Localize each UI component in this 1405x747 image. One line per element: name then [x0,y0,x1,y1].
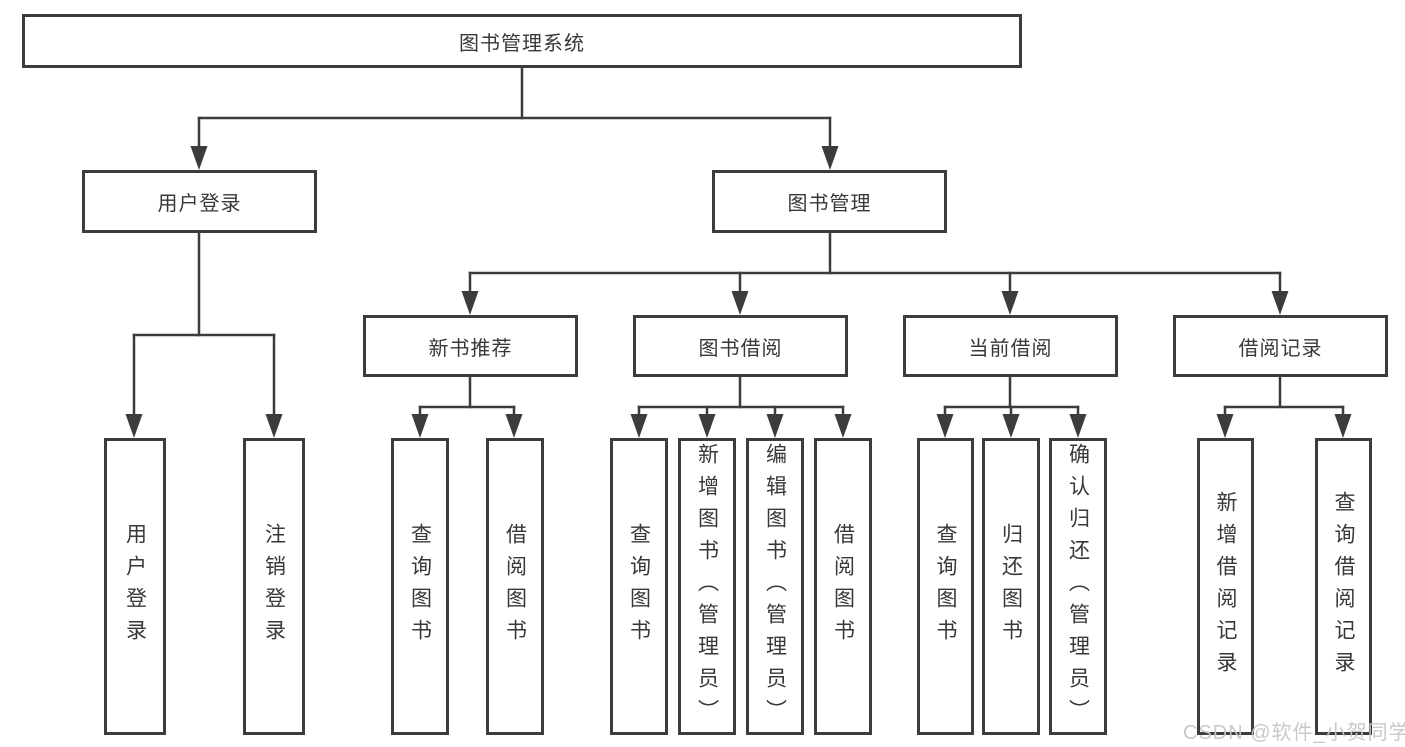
leaf-records-query-borrow-record: 查询借阅记录 [1315,438,1372,735]
leaf-current-confirm-return-admin-label: 确认归还（管理员） [1066,442,1090,731]
node-user-login-label: 用户登录 [157,193,242,215]
leaf-current-query-books-label: 查询图书 [934,522,957,651]
leaf-borrowing-query-books: 查询图书 [610,438,668,735]
node-new-book-recommend: 新书推荐 [363,315,578,377]
leaf-logout: 注销登录 [243,438,305,735]
node-current-borrowing-label: 当前借阅 [968,337,1053,360]
watermark: CSDN @软件_小贺同学 [1183,722,1405,744]
leaf-logout-label: 注销登录 [262,522,286,651]
node-new-book-recommend-label: 新书推荐 [428,337,513,360]
leaf-borrowing-borrow-books: 借阅图书 [814,438,872,735]
leaf-recommend-query-books-label: 查询图书 [408,522,432,651]
node-book-borrowing-label: 图书借阅 [698,337,783,360]
leaf-recommend-borrow-books-label: 借阅图书 [503,522,527,651]
leaf-records-query-borrow-record-label: 查询借阅记录 [1332,490,1355,683]
node-book-management-label: 图书管理 [787,193,872,215]
node-book-management: 图书管理 [712,170,947,233]
leaf-borrowing-borrow-books-label: 借阅图书 [831,522,855,651]
leaf-borrowing-edit-book-admin-label: 编辑图书（管理员） [763,442,787,731]
node-current-borrowing: 当前借阅 [903,315,1118,377]
leaf-recommend-borrow-books: 借阅图书 [486,438,544,735]
leaf-current-confirm-return-admin: 确认归还（管理员） [1049,438,1107,735]
leaf-current-query-books: 查询图书 [917,438,974,735]
leaf-borrowing-add-book-admin-label: 新增图书（管理员） [695,442,719,731]
leaf-borrowing-edit-book-admin: 编辑图书（管理员） [746,438,804,735]
leaf-user-login-label: 用户登录 [123,522,147,651]
leaf-records-add-borrow-record: 新增借阅记录 [1197,438,1254,735]
node-borrowing-records-label: 借阅记录 [1238,337,1323,360]
node-book-borrowing: 图书借阅 [633,315,848,377]
node-book-management-system-label: 图书管理系统 [459,32,585,55]
leaf-records-add-borrow-record-label: 新增借阅记录 [1214,490,1237,683]
leaf-borrowing-add-book-admin: 新增图书（管理员） [678,438,736,735]
node-user-login: 用户登录 [82,170,317,233]
node-borrowing-records: 借阅记录 [1173,315,1388,377]
leaf-borrowing-query-books-label: 查询图书 [627,522,651,651]
node-book-management-system: 图书管理系统 [22,14,1022,68]
leaf-user-login: 用户登录 [104,438,166,735]
leaf-recommend-query-books: 查询图书 [391,438,449,735]
leaf-current-return-book: 归还图书 [982,438,1040,735]
leaf-current-return-book-label: 归还图书 [999,522,1023,651]
